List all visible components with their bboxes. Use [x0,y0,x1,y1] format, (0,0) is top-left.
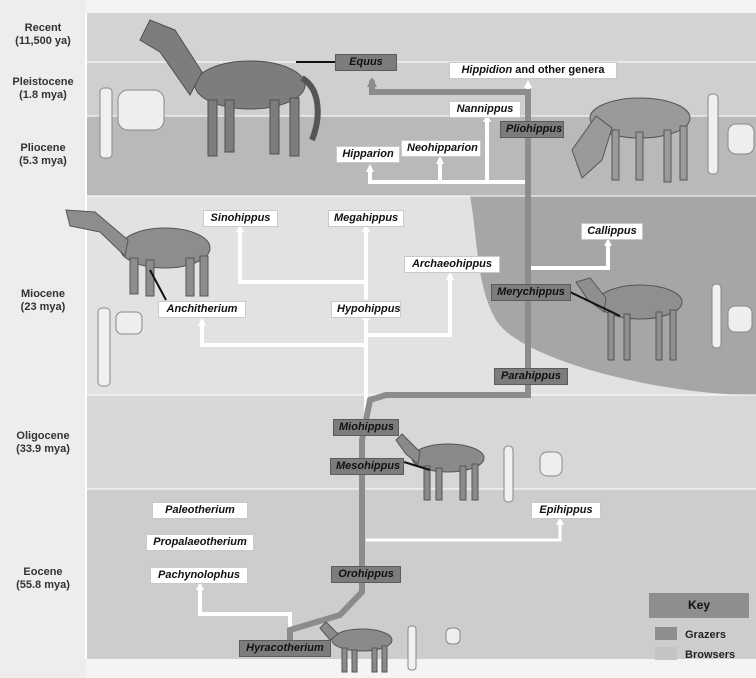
pliohippus-foot-fossil [708,94,718,174]
taxon-miohippus: Miohippus [333,419,399,436]
epoch-name: Eocene [2,566,84,579]
taxon-epihippus: Epihippus [531,502,601,519]
legend: Key Grazers Browsers [649,593,749,665]
taxon-merychippus: Merychippus [491,284,571,301]
taxon-parahippus: Parahippus [494,368,568,385]
epoch-name: Recent [2,22,84,35]
anchitherium-foot-fossil [98,308,110,386]
epoch-name: Miocene [2,288,84,301]
taxon-propalaeotherium: Propalaeotherium [146,534,254,551]
epoch-name: Pliocene [2,142,84,155]
band-oligocene [86,395,756,489]
legend-title: Key [649,593,749,618]
taxon-megahippus: Megahippus [328,210,404,227]
taxon-anchitherium: Anchitherium [158,301,246,318]
merychippus-tooth-fossil [728,306,752,332]
hyracotherium-tooth-fossil [446,628,460,644]
epoch-name: Pleistocene [2,76,84,89]
taxon-orohippus: Orohippus [331,566,401,583]
epoch-pliocene: Pliocene (5.3 mya) [2,142,84,168]
merychippus-foot-fossil [712,284,721,348]
taxon-hippidion-name: Hippidion [461,64,512,76]
taxon-pachynolophus: Pachynolophus [150,567,248,584]
epoch-eocene: Eocene (55.8 mya) [2,566,84,592]
mesohippus-foot-fossil [504,446,513,502]
taxon-sinohippus: Sinohippus [203,210,278,227]
taxon-hippidion-suffix: and other genera [512,64,604,76]
mesohippus-tooth-fossil [540,452,562,476]
taxon-paleotherium: Paleotherium [152,502,248,519]
taxon-neohipparion: Neohipparion [401,140,481,157]
taxon-mesohippus: Mesohippus [330,458,404,475]
epoch-age: (23 mya) [2,301,84,314]
taxon-hypohippus: Hypohippus [331,301,401,318]
equus-tooth-fossil [118,90,164,130]
epoch-recent: Recent (11,500 ya) [2,22,84,48]
hyracotherium-foot-fossil [408,626,416,670]
epoch-age: (11,500 ya) [2,35,84,48]
taxon-hippidion: Hippidion and other genera [449,62,617,79]
taxon-hyracotherium: Hyracotherium [239,640,331,657]
epoch-age: (33.9 mya) [2,443,84,456]
taxon-archaeohippus: Archaeohippus [404,256,500,273]
epoch-oligocene: Oligocene (33.9 mya) [2,430,84,456]
epoch-age: (5.3 mya) [2,155,84,168]
taxon-pliohippus: Pliohippus [500,121,564,138]
epoch-miocene: Miocene (23 mya) [2,288,84,314]
epoch-name: Oligocene [2,430,84,443]
epoch-age: (1.8 mya) [2,89,84,102]
taxon-callippus: Callippus [581,223,643,240]
pliohippus-tooth-fossil [728,124,754,154]
taxon-equus: Equus [335,54,397,71]
legend-browsers-label: Browsers [685,649,735,661]
equus-foot-fossil [100,88,112,158]
taxon-nannippus: Nannippus [449,101,521,118]
legend-grazers-label: Grazers [685,629,726,641]
epoch-age: (55.8 mya) [2,579,84,592]
taxon-hipparion: Hipparion [336,146,400,163]
anchitherium-tooth-fossil [116,312,142,334]
epoch-pleistocene: Pleistocene (1.8 mya) [2,76,84,102]
